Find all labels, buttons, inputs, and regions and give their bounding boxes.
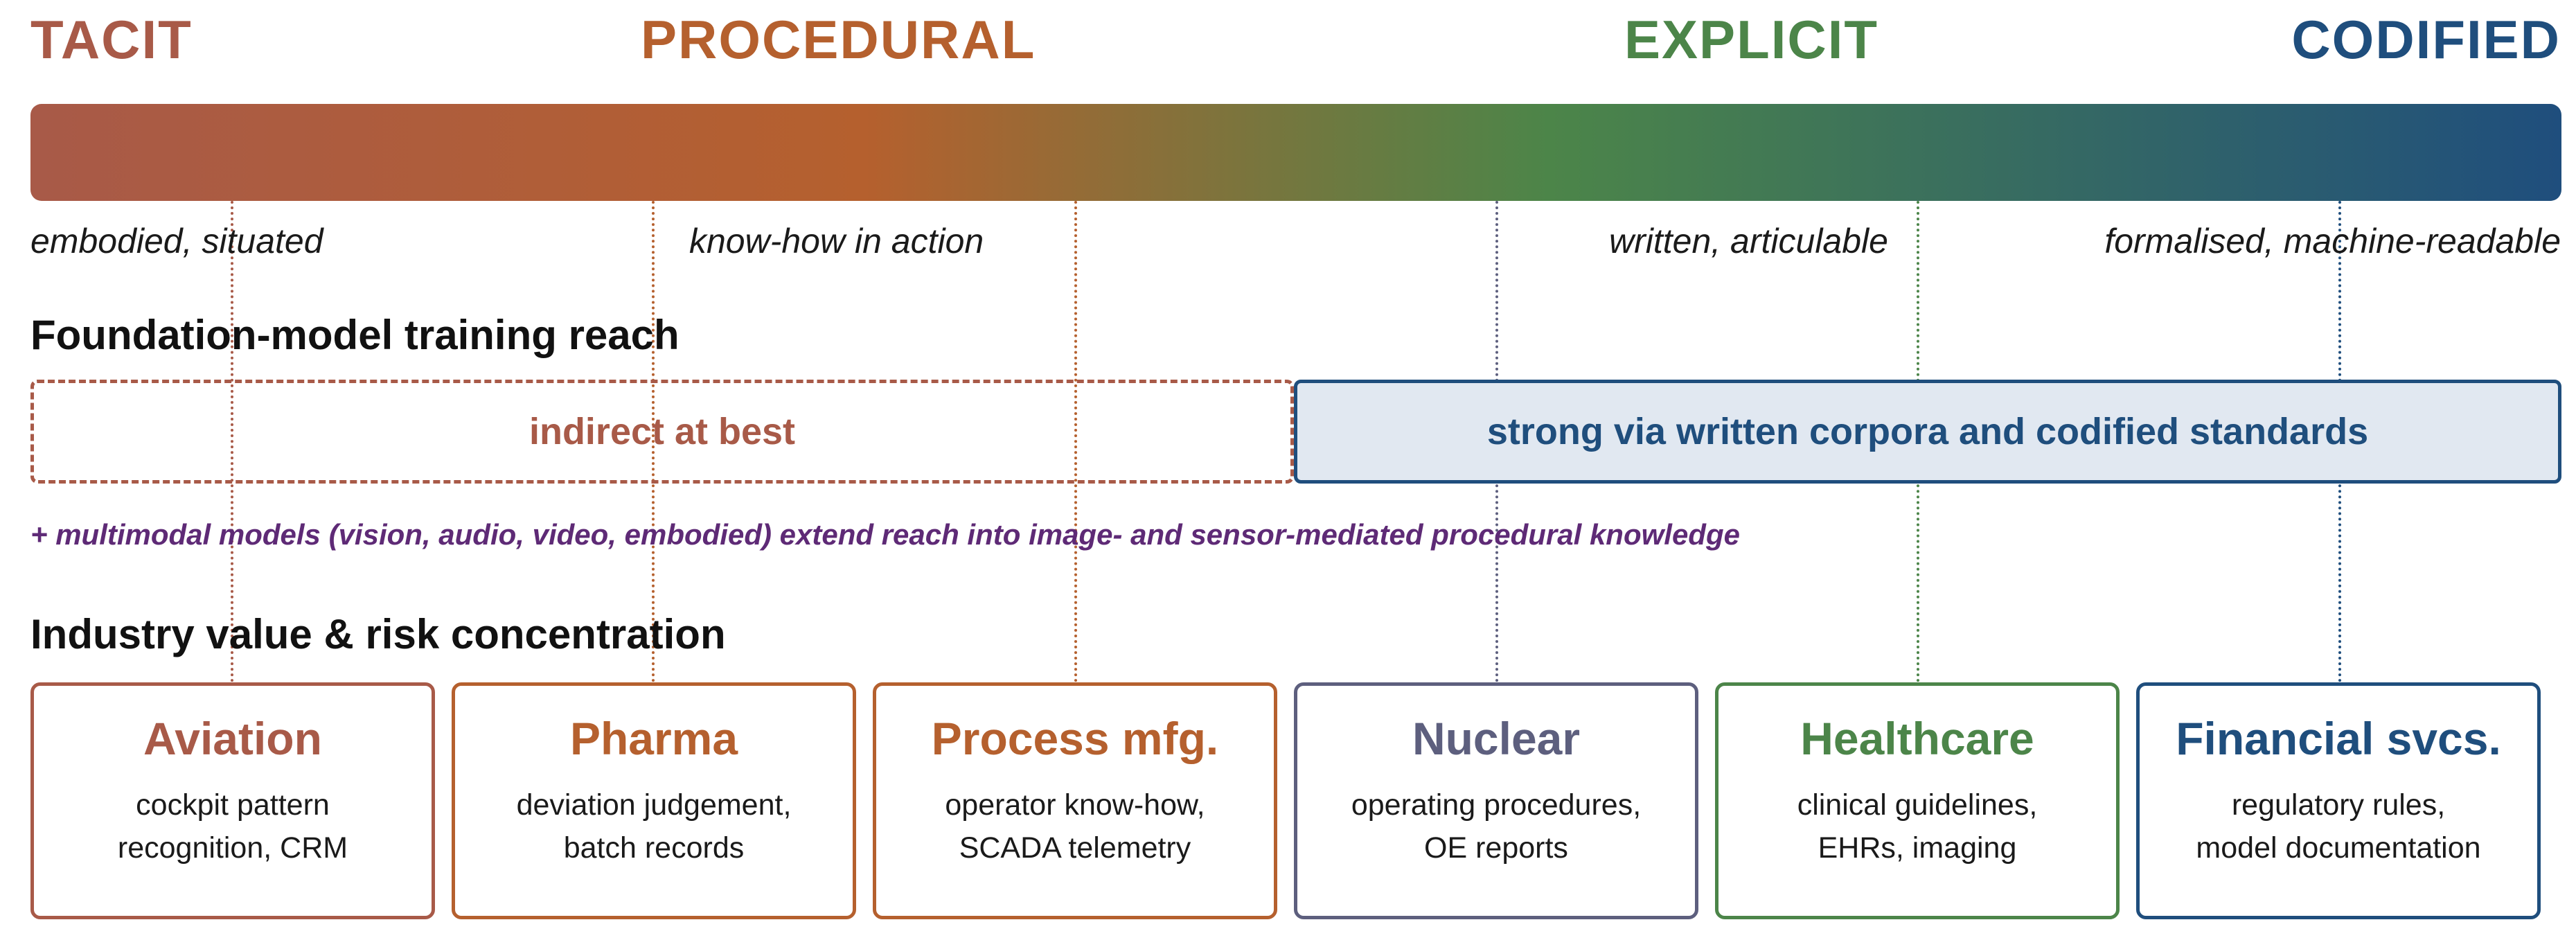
descriptor-explicit: written, articulable [1609, 222, 1888, 260]
descriptor-tacit: embodied, situated [30, 222, 323, 260]
industry-card-aviation: Aviation cockpit pattern recognition, CR… [30, 682, 435, 919]
industry-card-title: Aviation [143, 713, 322, 764]
reach-indirect-box: indirect at best [30, 380, 1294, 484]
reach-indirect-label: indirect at best [528, 411, 796, 452]
industry-card-desc-line: batch records [563, 831, 745, 865]
knowledge-spectrum-bar [30, 104, 2561, 201]
stage-label-explicit: EXPLICIT [1624, 9, 1879, 70]
guide-line-pharma [652, 201, 655, 682]
industry-card-title: Pharma [569, 713, 738, 764]
industry-card-desc-line: EHRs, imaging [1818, 831, 2017, 865]
industry-card-desc-line: operator know-how, [945, 788, 1205, 822]
industry-card-title: Financial svcs. [2176, 713, 2501, 764]
descriptor-procedural: know-how in action [689, 222, 984, 260]
industry-heading: Industry value & risk concentration [30, 611, 726, 657]
industry-card-title: Process mfg. [931, 713, 1219, 764]
industry-card-desc-line: model documentation [2196, 831, 2481, 865]
industry-card-desc: operator know-how, SCADA telemetry [945, 784, 1205, 870]
stage-label-tacit: TACIT [30, 9, 193, 70]
reach-strong-box: strong via written corpora and codified … [1294, 380, 2561, 484]
industry-card-desc-line: recognition, CRM [117, 831, 348, 865]
training-reach-heading: Foundation-model training reach [30, 312, 679, 358]
industry-card-desc-line: cockpit pattern [136, 788, 330, 822]
industry-card-desc-line: SCADA telemetry [959, 831, 1191, 865]
industry-card-desc: operating procedures, OE reports [1351, 784, 1641, 870]
industry-card-desc: cockpit pattern recognition, CRM [118, 784, 348, 870]
industry-card-process-mfg: Process mfg. operator know-how, SCADA te… [873, 682, 1277, 919]
stage-label-procedural: PROCEDURAL [641, 9, 1036, 70]
industry-card-desc-line: clinical guidelines, [1797, 788, 2038, 822]
reach-strong-label: strong via written corpora and codified … [1486, 411, 2369, 452]
industry-card-desc-line: OE reports [1424, 831, 1568, 865]
guide-line-aviation [231, 201, 233, 682]
multimodal-note: + multimodal models (vision, audio, vide… [30, 518, 1740, 551]
stage-label-codified: CODIFIED [2291, 9, 2561, 70]
industry-card-financial: Financial svcs. regulatory rules, model … [2136, 682, 2541, 919]
guide-line-process-mfg [1074, 201, 1077, 682]
industry-card-healthcare: Healthcare clinical guidelines, EHRs, im… [1715, 682, 2120, 919]
industry-card-title: Nuclear [1412, 713, 1581, 764]
industry-card-desc: deviation judgement, batch records [517, 784, 792, 870]
industry-card-desc: clinical guidelines, EHRs, imaging [1797, 784, 2038, 870]
industry-card-desc-line: regulatory rules, [2231, 788, 2446, 822]
industry-card-desc-line: operating procedures, [1351, 788, 1642, 822]
industry-card-title: Healthcare [1800, 713, 2034, 764]
industry-card-pharma: Pharma deviation judgement, batch record… [452, 682, 856, 919]
industry-card-desc-line: deviation judgement, [516, 788, 792, 822]
descriptor-codified: formalised, machine-readable [2104, 222, 2561, 260]
industry-card-desc: regulatory rules, model documentation [2196, 784, 2480, 870]
industry-card-nuclear: Nuclear operating procedures, OE reports [1294, 682, 1698, 919]
